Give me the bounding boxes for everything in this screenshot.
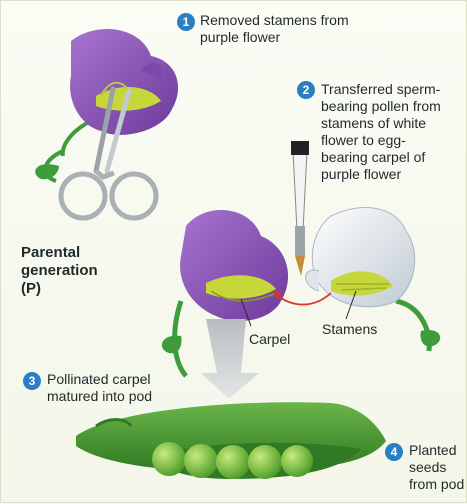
step-3-badge: 3: [23, 372, 41, 390]
parental-line-1: Parental: [21, 244, 131, 262]
step-2-badge: 2: [297, 81, 315, 99]
step-1-text: Removed stamens from purple flower: [200, 12, 350, 46]
parental-line-3: (P): [21, 280, 131, 298]
carpel-label: Carpel: [249, 331, 290, 347]
parental-generation-label: Parental generation (P): [21, 244, 131, 298]
step-3-text: Pollinated carpel matured into pod: [47, 371, 187, 405]
pea-pod: [76, 402, 386, 479]
step-2-text: Transferred sperm-bearing pollen from st…: [321, 81, 446, 183]
top-purple-flower: [35, 29, 178, 181]
stamens-label: Stamens: [322, 321, 377, 337]
step-4-text: Planted seeds from pod: [409, 442, 467, 493]
step-4-badge: 4: [385, 443, 403, 461]
paintbrush-icon: [291, 141, 309, 276]
parental-line-2: generation: [21, 262, 131, 280]
step-1-badge: 1: [177, 13, 195, 31]
